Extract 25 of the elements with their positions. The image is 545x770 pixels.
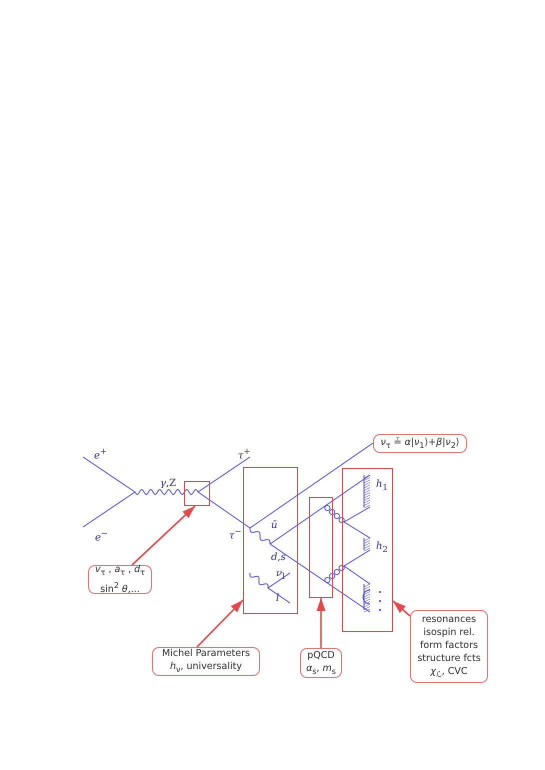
particle-label: τ$^{−}$	[229, 526, 242, 542]
particle-label: τ$^{+}$	[238, 446, 251, 462]
particle-label: γ,Z	[160, 478, 176, 489]
highlight-frame	[243, 467, 298, 614]
formula-callout: ν$_{τ}$ ≟ α|ν$_{1}$⟩+β|ν$_{2}$⟩	[373, 434, 467, 453]
parameter-callout: Michel Parameters h$_{ν}$, universality	[152, 647, 260, 676]
particle-label: e$^{−}$	[95, 528, 108, 544]
particle-line	[250, 442, 374, 528]
arrow	[316, 598, 326, 648]
arrow	[196, 599, 244, 648]
particle-label: l	[276, 593, 280, 604]
highlight-frame	[184, 481, 210, 506]
parameter-callout: v$_{τ}$ , a$_{τ}$ , d$_{τ}$ sin$^{2}$ θ,...	[88, 565, 152, 594]
particle-label: ν$_{l}$	[276, 568, 285, 582]
arrow	[392, 600, 411, 617]
parameter-callout: resonances isospin rel. form factors structure fcts χ$_{ℒ}$, CVC	[410, 610, 488, 683]
particle-label: ū	[271, 520, 278, 531]
highlight-frame	[309, 497, 333, 598]
particle-label: h$_{1}$	[376, 479, 388, 493]
particle-label: e$^{+}$	[94, 446, 107, 462]
parameter-callout: pQCD α$_{s}$, m$_{s}$	[300, 648, 342, 678]
arrow	[131, 505, 196, 566]
particle-label: d,s	[271, 552, 286, 563]
highlight-frame	[342, 468, 393, 632]
particle-label: h$_{2}$	[376, 541, 388, 555]
